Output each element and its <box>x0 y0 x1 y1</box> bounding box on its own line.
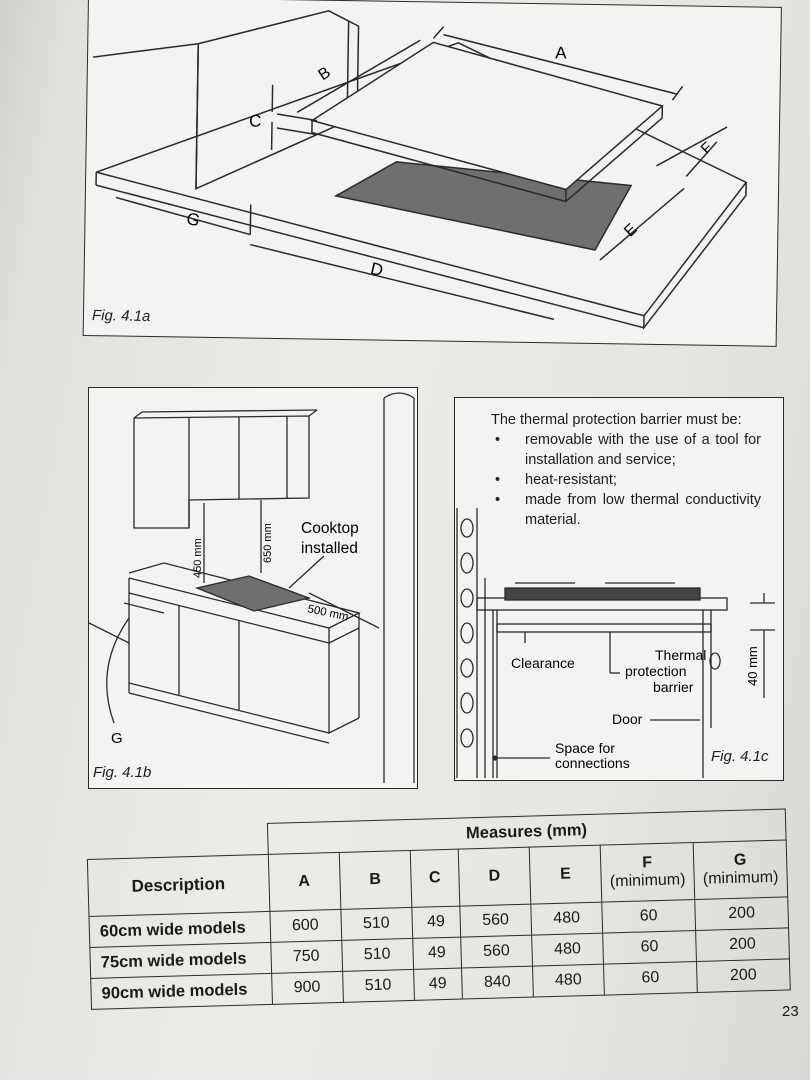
door-label: Door <box>612 711 643 727</box>
thermal-barrier-bullets: removable with the use of a tool for ins… <box>491 430 761 530</box>
dim-label-a: A <box>555 43 567 62</box>
dim-label-e: E <box>621 221 640 241</box>
bullet-item: made from low thermal conductivity mater… <box>495 490 761 530</box>
dim-650-label: 650 mm <box>262 523 274 563</box>
table-empty-corner <box>86 823 268 860</box>
dim-label-b: B <box>315 64 333 84</box>
cell-b: 510 <box>342 969 415 1003</box>
column-header-b: B <box>338 850 412 910</box>
column-header-e: E <box>529 845 602 905</box>
dim-label-f: F <box>698 139 716 158</box>
protection-label: protection <box>625 663 686 679</box>
dim-label-c: C <box>249 112 262 131</box>
cooktop-installed-line2: installed <box>301 540 358 557</box>
figure-4-1c: The thermal protection barrier must be: … <box>454 397 784 781</box>
dim-g-label: G <box>111 730 123 747</box>
figure-4-1a: A B C G D E F Fig. 4.1a <box>82 0 782 347</box>
thermal-label: Thermal <box>655 647 706 663</box>
thermal-barrier-intro: The thermal protection barrier must be: <box>491 412 742 428</box>
cell-d: 560 <box>460 935 533 969</box>
page-number: 23 <box>782 1003 799 1020</box>
figure-4-1a-drawing: A B C G D E F <box>92 9 748 331</box>
cell-e: 480 <box>532 964 605 998</box>
measures-table: Measures (mm) Description A B C D E F (m… <box>86 808 791 1010</box>
column-header-d: D <box>458 847 531 907</box>
figure-4-1b-drawing: 450 mm 650 mm 500 mm Cooktop installed G <box>89 392 415 783</box>
column-header-c: C <box>409 849 460 908</box>
row-description: 75cm wide models <box>89 942 272 979</box>
barrier-label: barrier <box>653 679 694 695</box>
cell-e: 480 <box>530 902 603 936</box>
bullet-item: heat-resistant; <box>495 470 761 490</box>
figure-4-1c-drawing: Clearance Thermal protection barrier 40 … <box>456 508 775 778</box>
column-header-f: F (minimum) <box>600 842 695 903</box>
connections-label: connections <box>555 755 630 771</box>
cell-b: 510 <box>340 907 413 941</box>
column-header-a: A <box>267 852 341 912</box>
cell-c: 49 <box>412 937 462 970</box>
dim-450-label: 450 mm <box>192 538 204 578</box>
cell-c: 49 <box>411 906 461 939</box>
space-for-label: Space for <box>555 740 615 756</box>
figure-4-1b-label: Fig. 4.1b <box>93 764 152 781</box>
column-header-g-minimum: (minimum) <box>702 868 779 888</box>
figure-4-1b: 450 mm 650 mm 500 mm Cooktop installed G… <box>88 387 418 789</box>
measures-grid: Measures (mm) Description A B C D E F (m… <box>86 808 791 1010</box>
cell-c: 49 <box>413 968 463 1001</box>
dim-40-label: 40 mm <box>745 646 760 686</box>
dim-500-label: 500 mm <box>306 603 349 623</box>
cell-b: 510 <box>341 938 414 972</box>
cell-f: 60 <box>601 899 696 934</box>
cooktop-installed-line1: Cooktop <box>301 520 359 537</box>
cell-g: 200 <box>694 896 789 931</box>
cell-a: 600 <box>269 909 342 943</box>
cell-d: 560 <box>459 904 532 938</box>
description-header: Description <box>87 854 270 917</box>
cell-g: 200 <box>696 958 791 993</box>
figure-4-1c-label: Fig. 4.1c <box>711 748 769 765</box>
cell-d: 840 <box>461 966 534 1000</box>
column-header-g: G (minimum) <box>693 839 788 900</box>
thermal-barrier-note: The thermal protection barrier must be: … <box>491 410 761 530</box>
cell-f: 60 <box>603 961 698 996</box>
bullet-item: removable with the use of a tool for ins… <box>495 430 761 470</box>
row-description: 60cm wide models <box>88 911 271 948</box>
dim-label-g: G <box>185 209 202 230</box>
figure-4-1a-label: Fig. 4.1a <box>91 307 151 326</box>
clearance-label: Clearance <box>511 655 575 671</box>
cell-a: 750 <box>270 940 343 974</box>
cell-e: 480 <box>531 933 604 967</box>
row-description: 90cm wide models <box>90 973 272 1010</box>
cell-f: 60 <box>602 930 697 965</box>
dim-label-d: D <box>369 259 385 280</box>
cell-g: 200 <box>695 927 790 962</box>
cell-a: 900 <box>271 971 344 1005</box>
column-header-f-minimum: (minimum) <box>609 871 686 891</box>
